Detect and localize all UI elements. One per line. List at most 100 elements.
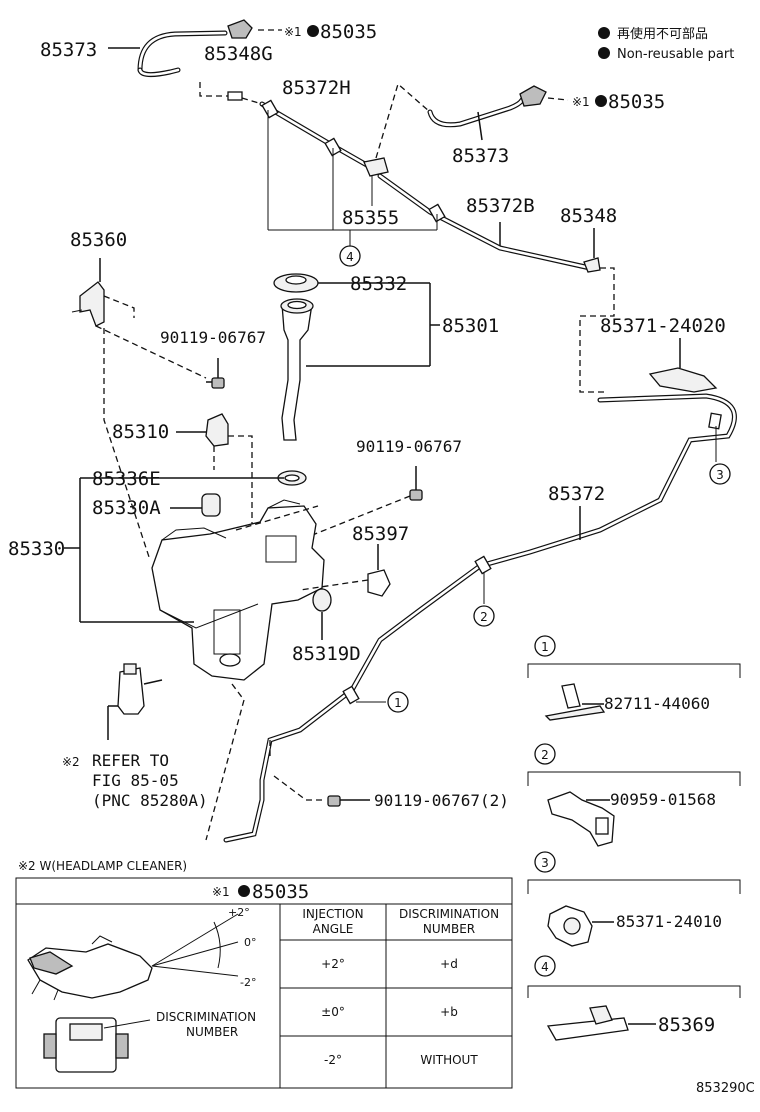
top-hose-assembly <box>108 19 601 273</box>
svg-text:4: 4 <box>541 960 549 974</box>
legend: 再使用不可部品 Non-reusable part <box>598 26 734 62</box>
detail-box-4: 4 85369 <box>527 955 741 1041</box>
discrimination-label-2: NUMBER <box>186 1025 238 1039</box>
refer-note: ※2 REFER TO FIG 85-05 (PNC 85280A) <box>62 751 208 810</box>
circle-ref-3: 3 <box>709 463 731 485</box>
circle-ref-4: 4 <box>339 245 361 267</box>
bolt-icon <box>211 377 225 389</box>
svg-text:4: 4 <box>346 250 354 264</box>
legend-nonreusable-en: Non-reusable part <box>617 47 734 62</box>
detail-part-85371-24010: 85371-24010 <box>616 912 722 931</box>
col-injection-line-1: INJECTION <box>302 907 363 921</box>
callout-85372: 85372 <box>548 483 605 505</box>
callout-85355: 85355 <box>342 207 399 229</box>
table-caption: ※2 W(HEADLAMP CLEANER) <box>18 859 187 873</box>
callout-85397: 85397 <box>352 523 409 545</box>
callout-85373-left: 85373 <box>40 39 97 61</box>
angle-minus-label: -2° <box>240 976 256 989</box>
callout-85319D: 85319D <box>292 643 361 665</box>
detail-box-3: 3 85371-24010 <box>527 851 741 947</box>
grommet-85319D <box>312 588 332 612</box>
nonreusable-dot-icon <box>307 25 319 37</box>
figure-id: 853290C <box>696 1081 755 1096</box>
refer-line-3: (PNC 85280A) <box>92 791 208 810</box>
clip-85369 <box>546 1017 629 1041</box>
callout-90119-upper: 90119-06767 <box>160 328 266 347</box>
detail-box-1: 1 82711-44060 <box>527 635 741 721</box>
row-1-number: +d <box>440 957 458 971</box>
callout-85348G: 85348G <box>204 43 273 65</box>
clip-82711-44060 <box>544 705 606 721</box>
washer-tank-assembly <box>64 258 440 841</box>
nonreusable-dot-icon <box>598 47 610 59</box>
injection-angle-table: ※2 W(HEADLAMP CLEANER) ※1 85035 +2° 0° -… <box>15 859 513 1089</box>
nonreusable-dot-icon <box>595 95 607 107</box>
bolt-icon <box>327 795 341 807</box>
circle-ref-1: 1 <box>387 691 409 713</box>
svg-text:1: 1 <box>541 640 549 654</box>
washer-pump-85310 <box>205 413 229 447</box>
callout-90119-middle: 90119-06767 <box>356 437 462 456</box>
bolt-icon <box>409 489 423 501</box>
nonreusable-dot-icon <box>598 27 610 39</box>
callout-85336E: 85336E <box>92 468 161 490</box>
discrimination-label-1: DISCRIMINATION <box>156 1010 256 1024</box>
row-2-number: +b <box>440 1005 458 1019</box>
svg-text:1: 1 <box>394 696 402 710</box>
bracket-85360 <box>79 281 105 327</box>
row-3-number: WITHOUT <box>420 1053 478 1067</box>
callout-90119-lower: 90119-06767(2) <box>374 791 509 810</box>
callout-85330: 85330 <box>8 538 65 560</box>
svg-text:3: 3 <box>541 856 549 870</box>
svg-text:3: 3 <box>716 468 724 482</box>
callout-85360: 85360 <box>70 229 127 251</box>
detail-part-90959-01568: 90959-01568 <box>610 790 716 809</box>
refer-line-2: FIG 85-05 <box>92 771 179 790</box>
washer-motor-85397 <box>367 569 391 597</box>
circle-ref-2: 2 <box>473 605 495 627</box>
hose-clamp-85371-24020 <box>648 367 718 393</box>
callout-85035-right: 85035 <box>608 91 665 113</box>
grommet-85330A <box>201 493 221 517</box>
filler-inlet-85301 <box>281 303 313 441</box>
row-3-angle: -2° <box>324 1053 342 1067</box>
callout-85371-24020: 85371-24020 <box>600 315 726 337</box>
washer-nozzle-icon <box>227 19 253 39</box>
callout-85330A: 85330A <box>92 497 161 519</box>
detail-part-82711-44060: 82711-44060 <box>604 694 710 713</box>
callout-85373-right: 85373 <box>452 145 509 167</box>
detail-box-2: 2 90959-01568 <box>527 743 741 847</box>
angle-zero-label: 0° <box>244 936 257 949</box>
angle-plus-label: +2° <box>228 906 250 919</box>
callout-85348: 85348 <box>560 205 617 227</box>
callout-85035-left: 85035 <box>320 21 377 43</box>
col-injection-line-2: ANGLE <box>313 922 354 936</box>
callout-85332: 85332 <box>350 273 407 295</box>
refer-line-1: REFER TO <box>92 751 169 770</box>
callout-85301: 85301 <box>442 315 499 337</box>
legend-nonreusable-jp: 再使用不可部品 <box>617 26 708 42</box>
circle-references: 4 3 2 1 <box>339 245 731 713</box>
main-hose-85372 <box>223 338 737 843</box>
table-title-mark: ※1 <box>212 885 230 899</box>
nozzle-illustration: +2° 0° -2° DISCRIMINATION NUMBER <box>27 906 257 1073</box>
svg-text:2: 2 <box>541 748 549 762</box>
col-discrimination-line-1: DISCRIMINATION <box>399 907 499 921</box>
washer-tank-85330 <box>151 505 325 681</box>
detail-part-85369: 85369 <box>658 1014 715 1036</box>
callout-85372B: 85372B <box>466 195 535 217</box>
table-title-part: 85035 <box>252 881 309 903</box>
svg-text:2: 2 <box>480 610 488 624</box>
svg-text:※2: ※2 <box>62 755 80 769</box>
washer-nozzle-icon <box>519 85 547 107</box>
callout-mark: ※1 <box>572 95 590 109</box>
col-discrimination-line-2: NUMBER <box>423 922 475 936</box>
joint-85348G <box>227 91 243 101</box>
callout-mark: ※1 <box>284 25 302 39</box>
callout-85310: 85310 <box>112 421 169 443</box>
callout-85372H: 85372H <box>282 77 351 99</box>
joint-85348 <box>583 257 601 273</box>
three-way-connector-icon <box>363 157 389 177</box>
headlamp-cleaner-pump <box>107 663 163 740</box>
